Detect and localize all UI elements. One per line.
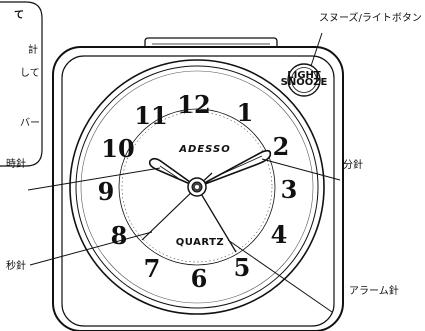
leader-snooze — [310, 32, 323, 67]
dial-number-10: 10 — [101, 134, 134, 163]
label-snooze-light-button: スヌーズ/ライトボタン — [319, 11, 422, 24]
note-fragment-4: バー — [20, 117, 40, 129]
note-box: て 計 して バー — [0, 1, 43, 167]
note-fragment-3: して — [20, 67, 40, 79]
dial-number-3: 3 — [281, 175, 298, 204]
dial-number-11: 11 — [134, 101, 167, 130]
leader-minute — [261, 158, 341, 181]
dial-number-7: 7 — [144, 254, 161, 283]
dial-number-8: 8 — [111, 221, 128, 250]
callout-lines — [27, 32, 341, 313]
button-text-snooze: SNOOZE — [281, 77, 328, 88]
label-hour-hand: 時針 — [6, 157, 26, 170]
note-fragment-1: て — [14, 9, 24, 21]
dial-number-4: 4 — [271, 220, 288, 249]
quartz-label: QUARTZ — [176, 237, 224, 248]
label-minute-hand: 分針 — [343, 158, 363, 171]
dial-number-6: 6 — [191, 264, 208, 293]
dial-number-12: 12 — [177, 90, 210, 119]
note-fragment-2: 計 — [28, 43, 38, 56]
leader-alarm — [227, 239, 333, 313]
button-text-light: LIGHT — [287, 70, 321, 81]
second-hand — [141, 186, 198, 241]
dial-number-1: 1 — [237, 98, 254, 127]
clock-hands — [141, 149, 272, 253]
dial-number-5: 5 — [234, 253, 251, 282]
dial-number-9: 9 — [98, 177, 115, 206]
dial-numbers: 12 1 2 3 4 5 6 7 8 9 10 11 — [98, 90, 298, 293]
brand-label: ADESSO — [178, 144, 230, 155]
snooze-light-button[interactable]: LIGHT SNOOZE — [281, 63, 328, 97]
label-alarm-hand: アラーム針 — [349, 284, 399, 297]
leader-hour — [27, 167, 161, 191]
leader-second — [29, 231, 153, 266]
label-second-hand: 秒針 — [6, 259, 26, 272]
hour-hand — [148, 157, 198, 188]
dial-number-2: 2 — [273, 132, 290, 161]
